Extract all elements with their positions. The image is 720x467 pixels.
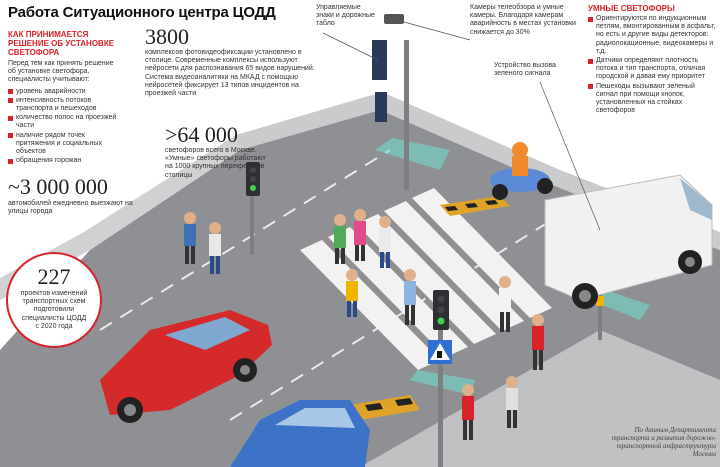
cars-stat: ~3 000 000 автомобилей ежедневно выезжаю… — [8, 176, 138, 216]
cars-stat-text: автомобилей ежедневно выезжают на улицы … — [8, 200, 133, 216]
smart-lights-heading: УМНЫЕ СВЕТОФОРЫ — [588, 4, 675, 13]
signs-callout: Управляемые знаки и дорожные табло — [316, 4, 375, 28]
lane-line — [99, 149, 391, 331]
van-illustration — [544, 174, 713, 309]
projects-stat-number: 227 — [37, 264, 71, 289]
cameras-stat-text: комплексов фотовидеофиксации установлено… — [145, 49, 315, 98]
smart-lights-block: УМНЫЕ СВЕТОФОРЫ Ориентируются по индукци… — [588, 4, 716, 116]
cameras-stat-number: 3800 — [145, 24, 189, 49]
factor-item: обращения горожан — [8, 157, 118, 165]
smart-lights-item: Пешеходы вызывают зеленый сигнал при пом… — [588, 83, 716, 116]
projects-stat-text: проектов изменений транспортных схем под… — [20, 290, 88, 330]
decision-block: КАК ПРИНИМАЕТСЯ РЕШЕНИЕ ОБ УСТАНОВКЕ СВЕ… — [8, 30, 118, 166]
callout-pointer — [403, 21, 471, 41]
traffic-light-pole — [250, 195, 254, 255]
camera-beam — [375, 138, 450, 170]
smart-lights-item: Датчики определяют плотность потока и ти… — [588, 57, 716, 82]
zebra-crossing — [300, 188, 552, 370]
page-title: Работа Ситуационного центра ЦОДД — [8, 4, 276, 21]
dynamic-sign-board — [375, 92, 387, 122]
decision-intro: Перед тем как принять решение об установ… — [8, 60, 114, 84]
cameras-callout: Камеры телеобзора и умные камеры. Благод… — [470, 4, 576, 36]
decision-heading: КАК ПРИНИМАЕТСЯ РЕШЕНИЕ ОБ УСТАНОВКЕ СВЕ… — [8, 30, 115, 57]
factor-item: наличие рядом точек притяжения и социаль… — [8, 132, 118, 157]
speed-bump — [440, 196, 510, 216]
projects-stat-circle: 227 проектов изменений транспортных схем… — [6, 252, 102, 348]
lights-stat: >64 000 светофоров всего в Москве. «Умны… — [165, 124, 275, 180]
sign-pole — [404, 40, 409, 190]
decision-factors-list: уровень аварийности интенсивность потоко… — [8, 88, 118, 166]
camera-beam — [590, 290, 650, 320]
call-button — [596, 296, 604, 306]
cameras-stat: 3800 комплексов фотовидеофиксации устано… — [145, 26, 315, 98]
traffic-light-pole — [438, 330, 443, 467]
factor-item: уровень аварийности — [8, 88, 118, 96]
smart-lights-list: Ориентируются по индукционным петлям, вм… — [588, 15, 716, 115]
red-car-illustration — [100, 310, 272, 423]
cars-stat-number: ~3 000 000 — [8, 174, 108, 199]
lights-stat-number: >64 000 — [165, 122, 238, 147]
factor-item: интенсивность потоков транспорта и пешех… — [8, 97, 118, 113]
callout-pointer — [539, 81, 601, 231]
dynamic-sign-board — [372, 40, 387, 80]
lights-stat-text: светофоров всего в Москве. «Умные» свето… — [165, 147, 266, 179]
pedestrians-group — [184, 209, 544, 440]
factor-item: количество полос на проезжей части — [8, 114, 118, 130]
blue-car-illustration — [230, 400, 370, 467]
camera-device — [384, 14, 404, 24]
source-credit: По данным Департамента транспорта и разв… — [611, 426, 716, 458]
callout-pointer — [322, 32, 379, 61]
scooter-illustration — [490, 142, 553, 200]
smart-lights-item: Ориентируются по индукционным петлям, вм… — [588, 15, 716, 56]
corner-sidewalk — [360, 330, 720, 467]
button-callout: Устройство вызова зеленого сигнала — [494, 62, 556, 78]
